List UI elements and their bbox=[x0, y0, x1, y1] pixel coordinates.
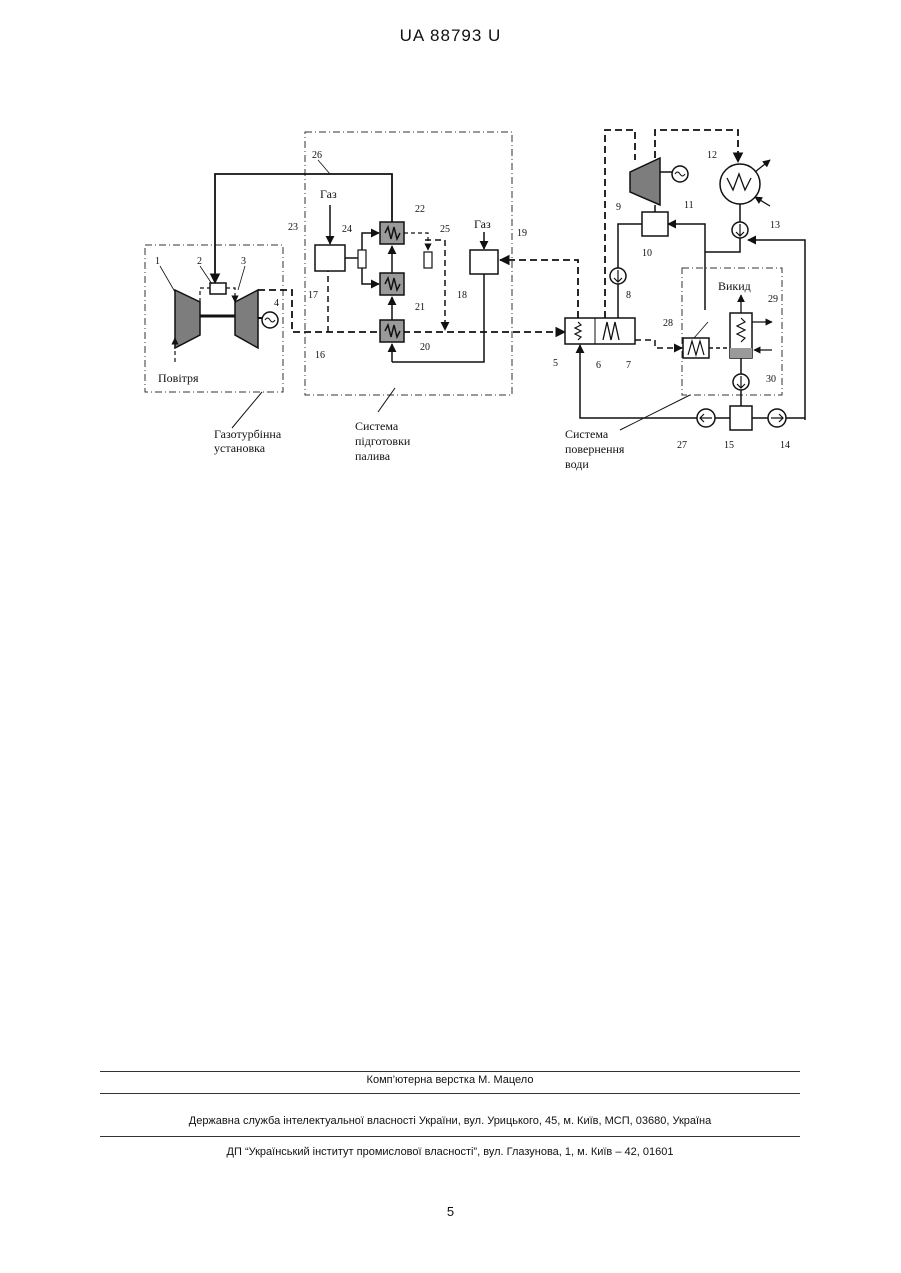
ref-10: 10 bbox=[642, 248, 652, 259]
combustion-chamber-2 bbox=[210, 283, 226, 294]
page-number: 5 bbox=[0, 1204, 901, 1219]
ref-17: 17 bbox=[308, 290, 318, 301]
label-gas-b: Газ bbox=[474, 217, 491, 231]
ref-21: 21 bbox=[415, 302, 425, 313]
ref-7: 7 bbox=[626, 360, 631, 371]
turbine-3 bbox=[235, 290, 258, 348]
label-gas-a: Газ bbox=[320, 187, 337, 201]
ref-30: 30 bbox=[766, 374, 776, 385]
footer-rule-1 bbox=[100, 1071, 800, 1072]
ref-11: 11 bbox=[684, 200, 694, 211]
ref-16: 16 bbox=[315, 350, 325, 361]
ref-24: 24 bbox=[342, 224, 352, 235]
label-water-3: води bbox=[565, 457, 589, 471]
footer-service: Державна служба інтелектуальної власност… bbox=[100, 1115, 800, 1127]
steam-turbine-9 bbox=[630, 158, 660, 205]
ref-29: 29 bbox=[768, 294, 778, 305]
footer-institute: ДП “Український інститут промислової вла… bbox=[100, 1146, 800, 1158]
label-fuel-1: Система bbox=[355, 419, 399, 433]
ref-26: 26 bbox=[312, 150, 322, 161]
unit-19 bbox=[470, 250, 498, 274]
ref-23: 23 bbox=[288, 222, 298, 233]
label-exhaust: Викид bbox=[718, 279, 751, 293]
condenser-12 bbox=[720, 164, 760, 204]
schematic-diagram: Повітря Газ Газ Викид Газотурбінна устан… bbox=[0, 0, 901, 500]
label-air: Повітря bbox=[158, 371, 199, 385]
ref-3: 3 bbox=[241, 256, 246, 267]
ref-4: 4 bbox=[274, 298, 279, 309]
ref-27: 27 bbox=[677, 440, 687, 451]
heat-recovery-5 bbox=[565, 318, 635, 344]
ref-20: 20 bbox=[420, 342, 430, 353]
tank-15 bbox=[730, 406, 752, 430]
ref-9: 9 bbox=[616, 202, 621, 213]
label-gtu-1: Газотурбінна bbox=[214, 427, 282, 441]
label-water-2: повернення bbox=[565, 442, 625, 456]
ref-12: 12 bbox=[707, 150, 717, 161]
ref-5: 5 bbox=[553, 358, 558, 369]
ref-14: 14 bbox=[780, 440, 790, 451]
footer-rule-3 bbox=[100, 1136, 800, 1137]
ref-13: 13 bbox=[770, 220, 780, 231]
label-fuel-3: палива bbox=[355, 449, 391, 463]
ref-8: 8 bbox=[626, 290, 631, 301]
label-water-1: Система bbox=[565, 427, 609, 441]
footer-rule-2 bbox=[100, 1093, 800, 1094]
ref-6: 6 bbox=[596, 360, 601, 371]
ref-28: 28 bbox=[663, 318, 673, 329]
valve-25 bbox=[424, 252, 432, 268]
ref-22: 22 bbox=[415, 204, 425, 215]
compressor-1 bbox=[175, 290, 200, 348]
mixer-23 bbox=[315, 245, 345, 271]
ref-25: 25 bbox=[440, 224, 450, 235]
ref-2: 2 bbox=[197, 256, 202, 267]
footer-layout: Комп’ютерна верстка М. Мацело bbox=[100, 1074, 800, 1086]
ref-1: 1 bbox=[155, 256, 160, 267]
label-fuel-2: підготовки bbox=[355, 434, 411, 448]
unit-10 bbox=[642, 212, 668, 236]
ref-19: 19 bbox=[517, 228, 527, 239]
ref-15: 15 bbox=[724, 440, 734, 451]
valve-24 bbox=[358, 250, 366, 268]
ref-18: 18 bbox=[457, 290, 467, 301]
label-gtu-2: установка bbox=[214, 441, 266, 455]
